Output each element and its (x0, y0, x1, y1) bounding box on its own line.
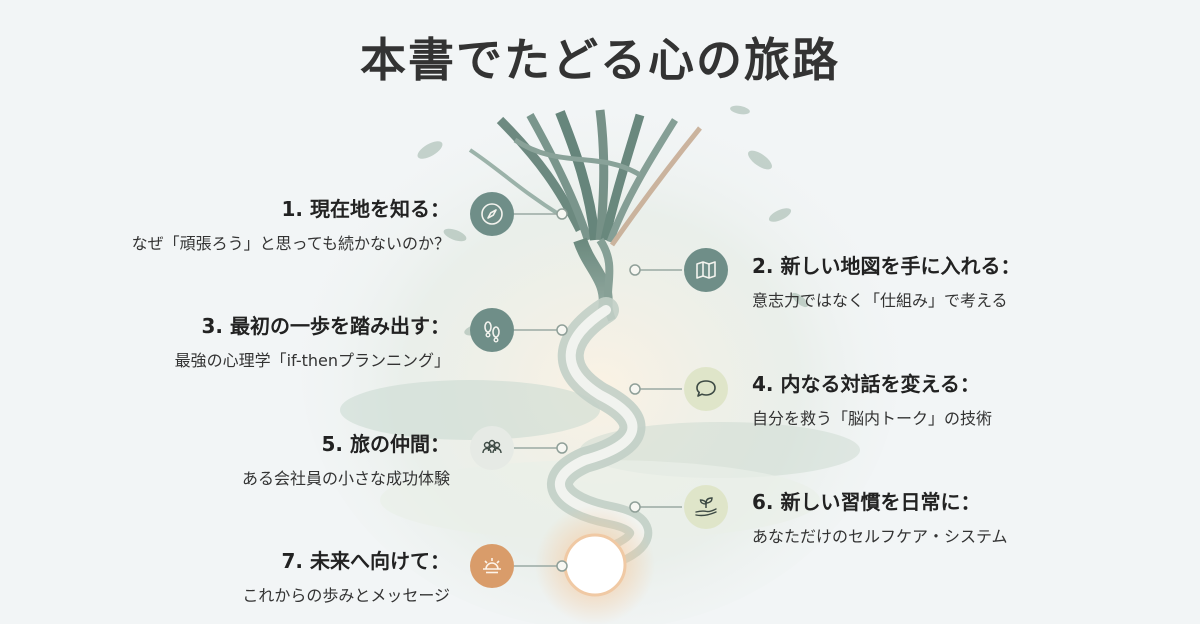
footprints-icon (470, 308, 514, 352)
speech-bubble-icon (684, 367, 728, 411)
step-heading: 5. 旅の仲間： (321, 432, 450, 456)
step-6: 6. 新しい習慣を日常に： あなただけのセルフケア・システム (752, 486, 1008, 547)
step-subtitle: ある会社員の小さな成功体験 (241, 469, 450, 488)
step-heading: 6. 新しい習慣を日常に： (752, 490, 981, 514)
sunrise-icon (470, 544, 514, 588)
step-1: 1. 現在地を知る： なぜ「頑張ろう」と思っても続かないのか？ (132, 193, 450, 254)
step-heading: 7. 未来へ向けて： (281, 549, 450, 573)
step-subtitle: あなただけのセルフケア・システム (752, 527, 1008, 546)
sprout-hand-icon (684, 485, 728, 529)
step-subtitle: これからの歩みとメッセージ (242, 586, 450, 605)
step-subtitle: 最強の心理学「if-thenプランニング」 (174, 351, 450, 370)
map-icon (684, 248, 728, 292)
step-3: 3. 最初の一歩を踏み出す： 最強の心理学「if-thenプランニング」 (175, 310, 450, 371)
step-subtitle: 自分を救う「脳内トーク」の技術 (752, 409, 993, 428)
people-icon (470, 426, 514, 470)
destination-circle (563, 533, 627, 597)
step-2: 2. 新しい地図を手に入れる： 意志力ではなく「仕組み」で考える (752, 250, 1020, 311)
step-heading: 1. 現在地を知る： (281, 197, 450, 221)
step-heading: 3. 最初の一歩を踏み出す： (201, 314, 450, 338)
step-4: 4. 内なる対話を変える： 自分を救う「脳内トーク」の技術 (752, 368, 992, 429)
step-heading: 4. 内なる対話を変える： (752, 372, 980, 396)
step-5: 5. 旅の仲間： ある会社員の小さな成功体験 (242, 428, 450, 489)
mountain-left (340, 380, 600, 440)
step-7: 7. 未来へ向けて： これからの歩みとメッセージ (242, 545, 450, 606)
connector-dots (556, 208, 641, 572)
compass-icon (470, 192, 514, 236)
page-title: 本書でたどる心の旅路 (360, 33, 840, 87)
connectors (514, 213, 682, 567)
tree (468, 109, 702, 322)
step-heading: 2. 新しい地図を手に入れる： (752, 254, 1021, 278)
step-subtitle: 意志力ではなく「仕組み」で考える (752, 291, 1008, 310)
step-subtitle: なぜ「頑張ろう」と思っても続かないのか？ (131, 234, 450, 253)
